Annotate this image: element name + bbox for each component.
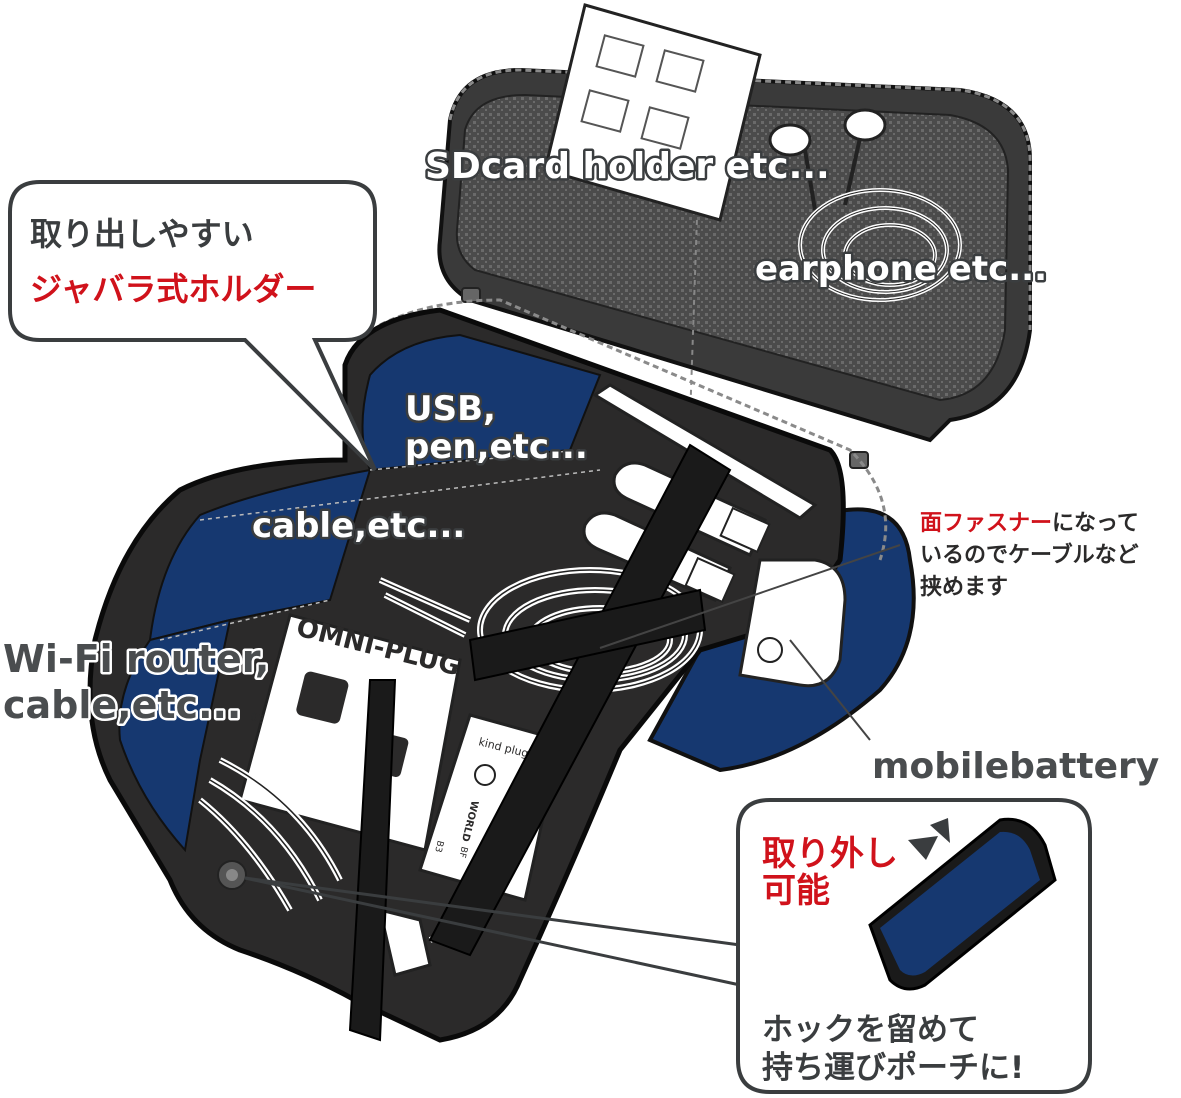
callout-accordion-holder: 取り出しやすい ジャバラ式ホルダー — [8, 180, 377, 472]
callout-bottom-line2: 持ち運びポーチに! — [762, 1050, 1024, 1086]
pouch-illustration — [868, 817, 1057, 991]
label-wifi-line2: cable,etc... — [3, 683, 241, 727]
label-usb-line2: pen,etc... — [405, 427, 588, 467]
pen-illustration — [592, 383, 818, 520]
snap-button — [217, 860, 247, 890]
label-sdcard: SDcard holder etc... — [425, 146, 830, 187]
sdcard-holder-illustration — [543, 3, 762, 222]
snap-leader-line-1 — [244, 876, 741, 947]
mobile-battery-illustration — [738, 558, 847, 688]
callout-top-line2: ジャバラ式ホルダー — [30, 270, 316, 308]
velcro-leader-line — [599, 544, 901, 649]
emphasis-marks-icon — [908, 818, 950, 860]
velcro-note-line2: いるのでケーブルなど — [920, 542, 1139, 568]
label-earphone: earphone etc... — [755, 249, 1047, 289]
battery-leader-line — [789, 639, 871, 741]
earphone-illustration — [768, 108, 962, 302]
o2-text: O2 — [249, 710, 265, 726]
plug-adapter-illustration: OMNI-PLUG O2 — [238, 613, 463, 852]
label-usb-line1: USB, — [405, 389, 496, 429]
velcro-note-line1: 面ファスナーになって — [920, 511, 1139, 536]
velcro-note-line3: 挟めます — [920, 575, 1008, 600]
removable-line1: 取り外し — [762, 834, 898, 874]
label-cable: cable,etc... — [252, 506, 465, 546]
snap-leader-line-2 — [244, 876, 741, 987]
removable-line2: 可能 — [762, 871, 830, 911]
callout-top-line1: 取り出しやすい — [30, 215, 254, 253]
label-mobilebattery: mobilebattery — [872, 746, 1159, 787]
velcro-straps — [348, 443, 732, 1042]
zipper-pull-right — [849, 451, 869, 469]
bf-text: BF — [456, 845, 468, 858]
b3-text: B3 — [432, 839, 445, 853]
label-wifi-line1: Wi-Fi router, — [3, 637, 269, 681]
callout-bottom-line1: ホックを留めて — [762, 1012, 979, 1048]
callout-snap-pouch: 取り外し 可能 ホックを留めて 持ち運びポーチに! — [244, 798, 1092, 1094]
